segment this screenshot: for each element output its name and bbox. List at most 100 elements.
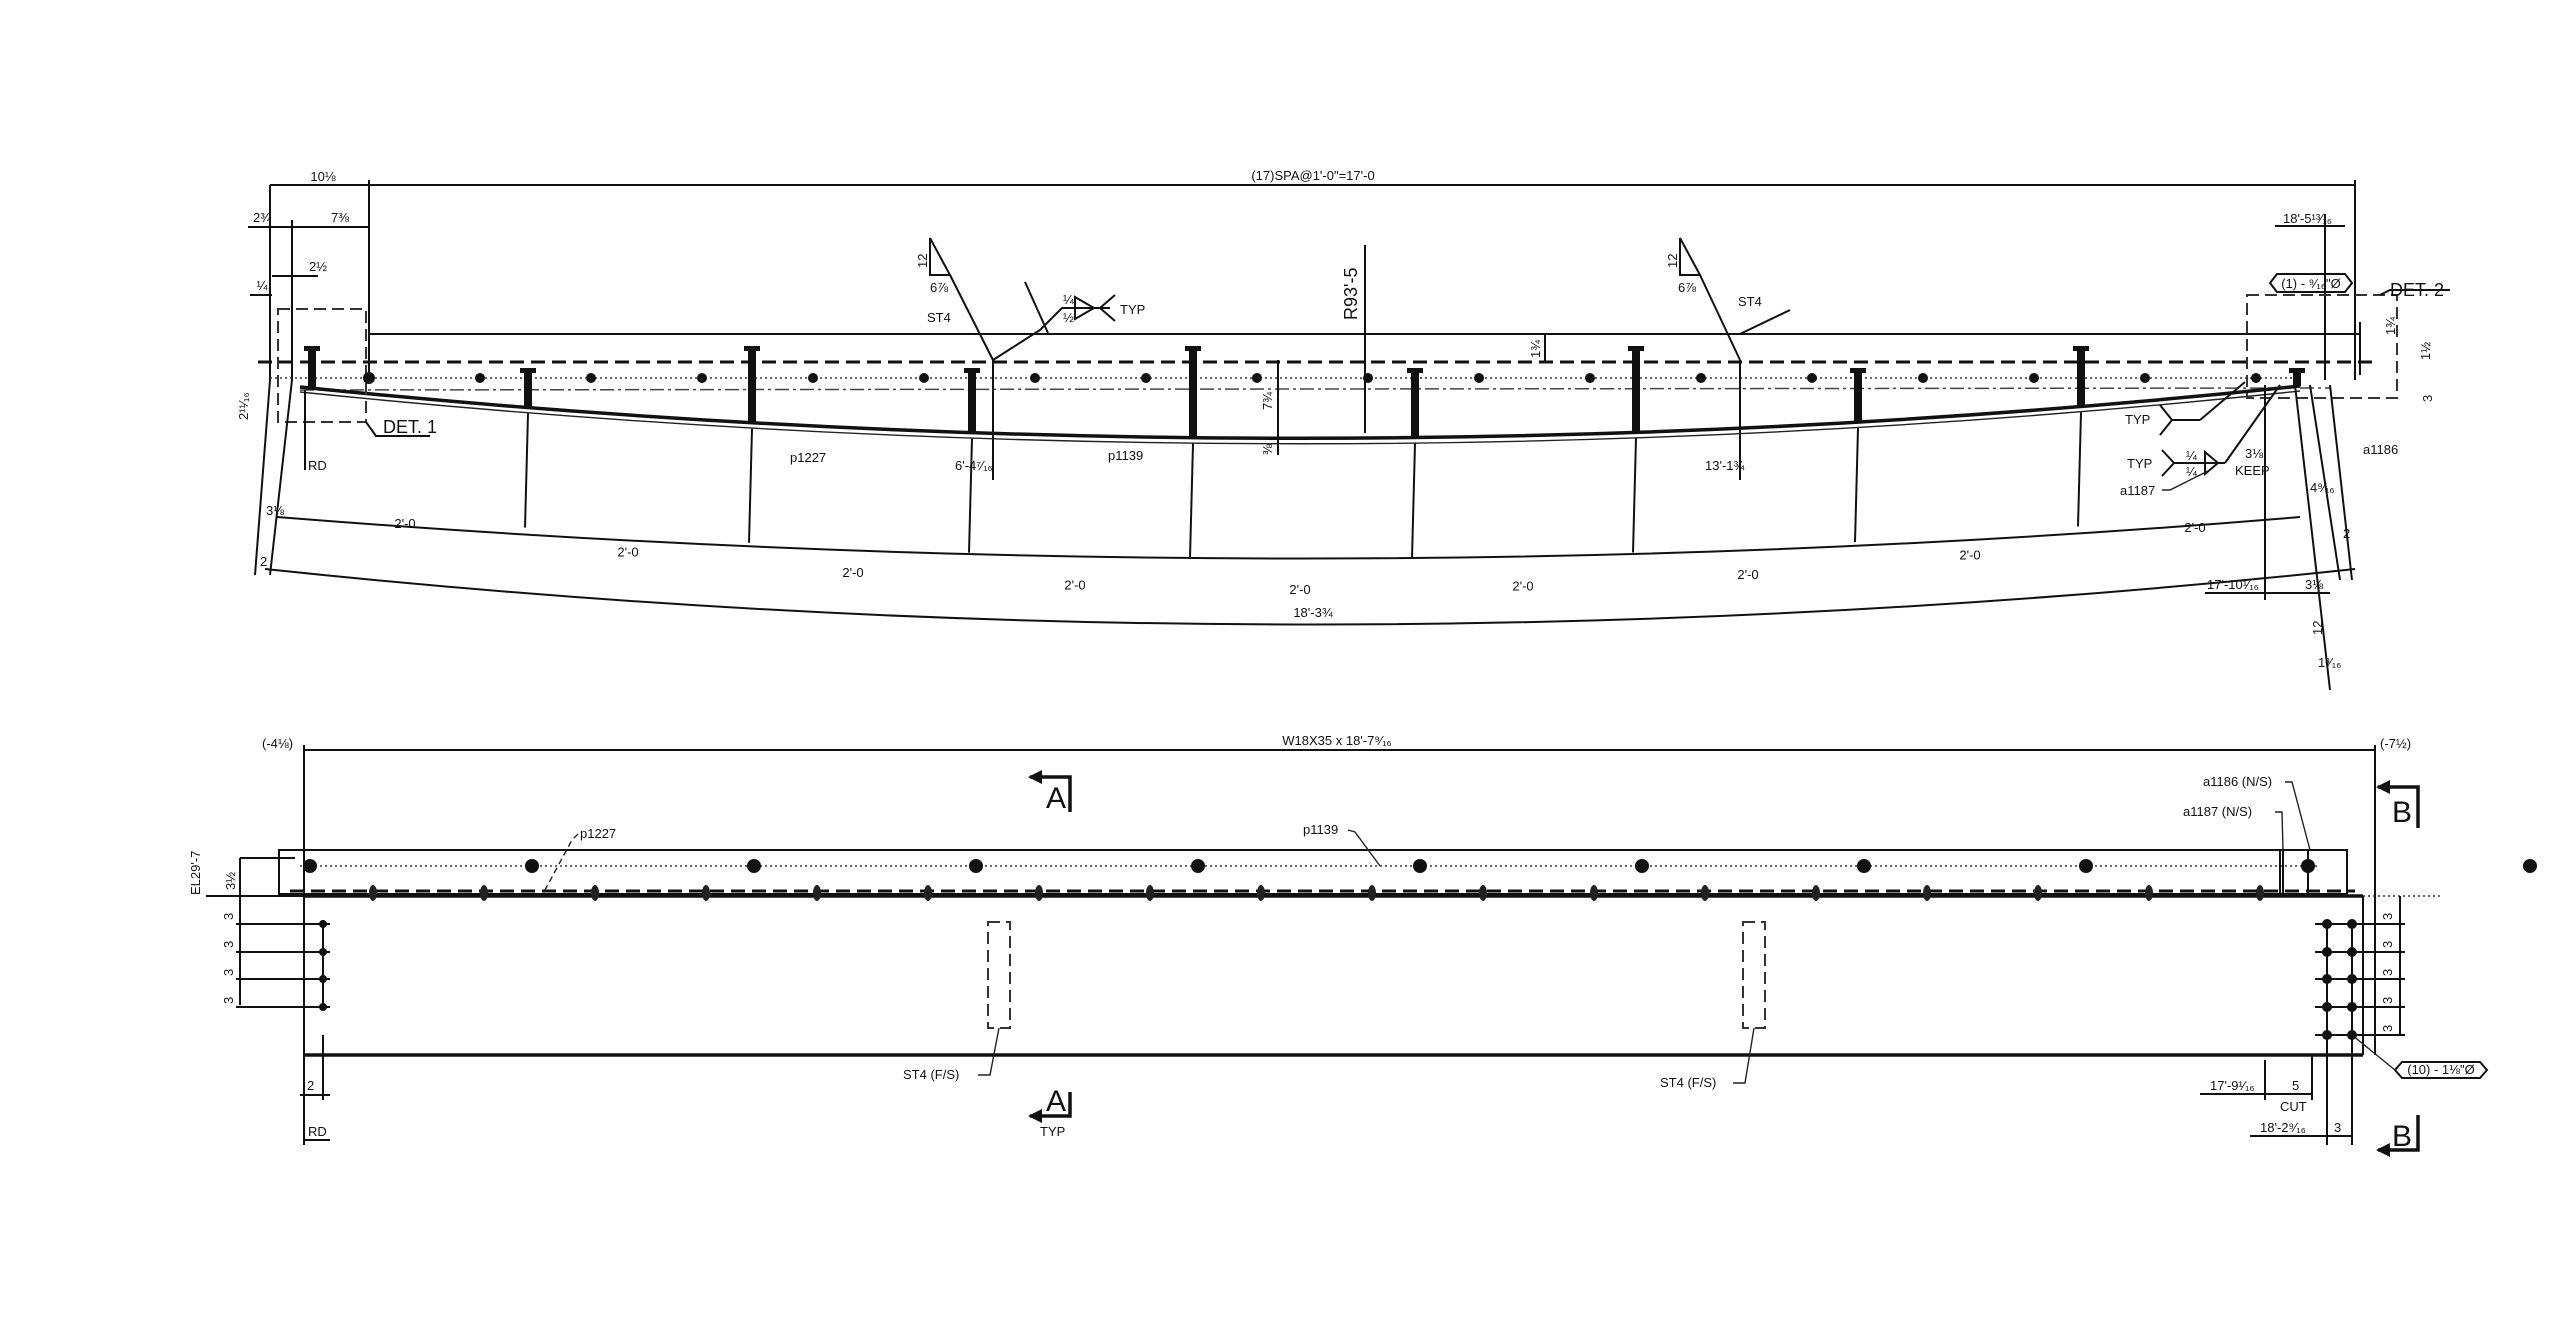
dimension-label: 7¾ [1260, 392, 1275, 410]
span-extension-line [968, 438, 973, 553]
stiffener-st4-fs-2 [1742, 921, 1766, 1029]
centerline [299, 387, 2331, 391]
part-mark-p1139: p1139 [1303, 822, 1338, 837]
detail-2-box [2246, 294, 2398, 399]
span-dimension-label: 2'-0 [1064, 577, 1085, 592]
right-offset-label: (-7½) [2380, 736, 2411, 751]
stiffener-label: ST4 [927, 310, 951, 325]
stiffener-st4-1 [949, 274, 994, 361]
stud-head [304, 346, 320, 351]
hole-icon [363, 372, 375, 384]
hole-icon [969, 859, 983, 873]
dimension-label: 10⅛ [310, 169, 335, 184]
section-marker-a-bottom[interactable] [1028, 1092, 1072, 1123]
slope-run: 6⅞ [930, 280, 948, 295]
dimension-line [1739, 309, 1791, 335]
slope-run: 1³⁄₁₆ [2318, 655, 2341, 670]
dimension-label: 1½ [2418, 342, 2433, 360]
weld-size: ¼ [1063, 292, 1074, 307]
dimension-label: 3½ [223, 872, 238, 890]
stud-plan [1479, 885, 1487, 901]
hole-icon [586, 373, 596, 383]
keep-label: KEEP [2235, 463, 2270, 478]
dimension-label: ⅜ [1260, 444, 1275, 455]
leader-line [978, 1027, 1000, 1076]
weld-symbol-typ-2 [2161, 449, 2176, 477]
bolt-spacing-label: 3 [221, 997, 236, 1004]
shear-studs [304, 346, 2305, 558]
bolt-callout-box [2393, 1061, 2489, 1079]
hole-icon [1030, 373, 1040, 383]
fillet-weld-icon [1074, 295, 1096, 321]
section-line [2378, 1115, 2420, 1152]
section-a-label: A [1046, 1085, 1066, 1118]
fillet-weld-icon [2204, 449, 2220, 477]
bolt-callout: (10) - 1⅛"Ø [2407, 1062, 2474, 1077]
dimension-label: 2 [2343, 526, 2350, 541]
arrow-left-icon [1028, 770, 1042, 784]
dimension-label: 2 [307, 1078, 314, 1093]
extension-line [2329, 384, 2353, 581]
dimension-label: 17'-9¹⁄₁₆ [2210, 1078, 2255, 1093]
bolt-spacing-label: 3 [221, 941, 236, 948]
slope-rise: 12 [1665, 254, 1680, 268]
bolt-spacing-label: 3 [2380, 969, 2395, 976]
dimension-label: ¼ [257, 278, 268, 293]
end-connection [2279, 849, 2348, 895]
hole-icon [1807, 373, 1817, 383]
stud [308, 350, 316, 389]
weld-tail-icon [1098, 294, 1116, 322]
span-extension-line [524, 413, 529, 528]
hole-icon [2079, 859, 2093, 873]
dimension-label: 3 [2420, 395, 2435, 402]
stud-plan [591, 885, 599, 901]
span-dimension-label: 2'-0 [2184, 520, 2205, 535]
span-dimension-label: 2'-0 [1289, 582, 1310, 597]
stud-head [744, 346, 760, 351]
weld-typ-label: TYP [2127, 456, 2152, 471]
slope-triangle-2 [1679, 237, 1702, 276]
dimension-label: 5 [2292, 1078, 2299, 1093]
stud-head [1407, 368, 1423, 373]
bolt-spacing-label: 3 [2380, 913, 2395, 920]
stud-head [1850, 368, 1866, 373]
hole-callout: (1) - ⁹⁄₁₆"Ø [2281, 276, 2341, 291]
section-marker-a-top[interactable] [1028, 770, 1072, 812]
part-mark-a1187: a1187 [2120, 483, 2155, 498]
stud-head [1628, 346, 1644, 351]
dimension-label: 2 [260, 554, 267, 569]
section-marker-b-bottom[interactable] [2376, 1115, 2420, 1157]
detail-1-label: DET. 1 [383, 417, 437, 437]
dimension-label: 17'-10¹⁄₁₆ [2207, 577, 2259, 592]
extension-line [269, 379, 293, 576]
section-marker-b-top[interactable] [2376, 780, 2420, 828]
spacing-dimension: (17)SPA@1'-0"=17'-0 [1251, 168, 1374, 183]
dimension-line [1024, 281, 1049, 334]
slope-triangle-1 [929, 237, 952, 276]
hole-icon [2523, 859, 2537, 873]
hole-icon [747, 859, 761, 873]
leader-line [2351, 1034, 2396, 1071]
elevation-label: EL29'-7 [188, 851, 203, 895]
span-dimension-label: 2'-0 [842, 565, 863, 580]
stud-plan [702, 885, 710, 901]
stud [2077, 350, 2085, 407]
dimension-label: 13'-1¾ [1705, 458, 1745, 473]
weld-size: ¼ [2186, 464, 2197, 479]
section-b-label: B [2392, 796, 2412, 829]
detail-1-box [277, 308, 367, 423]
stiffener-label: ST4 [1738, 294, 1762, 309]
hole-icon [2029, 373, 2039, 383]
hole-icon [525, 859, 539, 873]
stud-head [964, 368, 980, 373]
bolt-groups [236, 919, 2405, 1040]
section-line [2378, 785, 2420, 828]
hole-icon [1696, 373, 1706, 383]
leader-line [2275, 811, 2284, 851]
stiffener-st4-2 [1699, 274, 1741, 361]
stud-plan [1368, 885, 1376, 901]
bolt-spacing-label: 3 [2380, 1025, 2395, 1032]
dimension-label: 4⁹⁄₁₆ [2310, 480, 2335, 495]
weld-leader [2199, 381, 2246, 421]
